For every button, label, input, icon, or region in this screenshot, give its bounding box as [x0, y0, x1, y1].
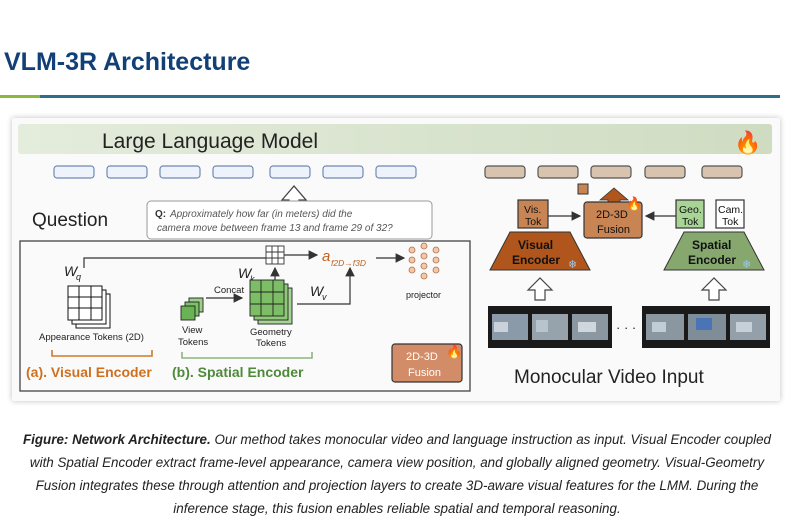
concat-label: Concat	[214, 285, 244, 296]
fusion-main-fire-icon: 🔥	[626, 196, 642, 211]
wq-label: W	[64, 263, 79, 279]
cam-tok-box	[715, 199, 745, 229]
visual-bracket	[51, 350, 153, 357]
appearance-token-cube	[67, 285, 111, 329]
appearance-tokens-label: Appearance Tokens (2D)	[39, 332, 144, 343]
question-q-label: Q:	[155, 209, 166, 220]
spatial-encoder-frozen-icon: ❄	[742, 259, 751, 271]
visual-encoder-caption: (a). Visual Encoder	[26, 364, 152, 380]
geometry-token-cube	[249, 279, 293, 325]
video-frames-left	[488, 306, 612, 348]
wk-sub: k	[250, 274, 255, 284]
llm-text-tokens	[53, 165, 417, 179]
question-line-1: Approximately how far (in meters) did th…	[169, 209, 353, 220]
view-token-cube	[180, 297, 204, 321]
llm-visual-tokens	[484, 165, 743, 179]
cam-tok-label-2: Tok	[722, 216, 739, 228]
fusion-legend-label-1: 2D-3D	[406, 351, 438, 363]
spatial-encoder-label-1: Spatial	[692, 238, 731, 252]
wv-label: W	[310, 283, 325, 299]
wk-label: W	[238, 265, 253, 281]
architecture-figure: Large Language Model 🔥 Question Q: Appro…	[12, 118, 780, 401]
caption-title: Figure: Network Architecture.	[22, 432, 211, 447]
detail-box	[19, 240, 471, 392]
spatial-encoder-caption-b: (b). Spatial Encoder	[172, 364, 304, 380]
visual-encoder-frozen-icon: ❄	[568, 259, 577, 271]
geometry-tokens-label-2: Tokens	[256, 338, 286, 349]
attention-subscript: f2D→f3D	[331, 258, 366, 268]
visual-encoder-label-2: Encoder	[512, 253, 560, 267]
video-up-arrow-left-icon	[526, 277, 554, 301]
architecture-diagram: Large Language Model 🔥 Question Q: Appro…	[18, 124, 772, 392]
video-frames-right	[642, 306, 770, 348]
view-tokens-label-1: View	[182, 325, 203, 336]
fusion-main-label-1: 2D-3D	[596, 209, 628, 221]
geo-tok-box	[675, 199, 705, 229]
fusion-legend-label-2: Fusion	[408, 367, 441, 379]
fusion-legend-fire-icon: 🔥	[446, 344, 462, 359]
vis-tok-label-2: Tok	[525, 216, 542, 228]
attention-symbol: a	[322, 248, 330, 265]
llm-bar	[18, 124, 772, 154]
wq-sub: q	[76, 272, 81, 282]
cam-tok-label-1: Cam.	[718, 204, 743, 216]
vis-tok-box	[517, 199, 549, 229]
fused-token-icon	[577, 183, 589, 195]
video-up-arrow-right-icon	[700, 277, 728, 301]
monocular-video-label: Monocular Video Input	[514, 367, 704, 388]
fire-icon: 🔥	[734, 130, 761, 155]
llm-label: Large Language Model	[102, 130, 318, 153]
geo-tok-label-1: Geo.	[679, 204, 702, 216]
spatial-encoder-block	[663, 231, 765, 271]
fusion-main-label-2: Fusion	[597, 224, 630, 236]
visual-encoder-label-1: Visual	[518, 238, 553, 252]
question-box	[146, 200, 433, 240]
figure-caption: Figure: Network Architecture. Our method…	[12, 428, 782, 520]
view-tokens-label-2: Tokens	[178, 337, 208, 348]
page-title: VLM-3R Architecture	[4, 48, 251, 76]
question-line-2: camera move between frame 13 and frame 2…	[157, 223, 393, 234]
vis-tok-label-1: Vis.	[524, 204, 541, 216]
fusion-main-box	[583, 201, 643, 239]
projector-network-icon	[408, 242, 440, 280]
attention-grid-icon	[265, 245, 285, 265]
title-underline	[0, 95, 780, 98]
visual-encoder-block	[489, 231, 591, 271]
caption-text: Our method takes monocular video and lan…	[29, 432, 772, 516]
spatial-bracket	[181, 352, 313, 359]
projector-label: projector	[406, 290, 441, 300]
title-underline-accent	[0, 95, 40, 98]
video-ellipsis: · · ·	[616, 320, 636, 335]
geometry-tokens-label-1: Geometry	[250, 327, 292, 338]
wv-arrow	[297, 266, 355, 305]
fusion-legend-box	[391, 343, 463, 383]
wv-sub: v	[322, 292, 327, 302]
question-label: Question	[32, 210, 108, 231]
geo-tok-label-2: Tok	[682, 216, 699, 228]
spatial-encoder-label-2: Encoder	[688, 253, 736, 267]
